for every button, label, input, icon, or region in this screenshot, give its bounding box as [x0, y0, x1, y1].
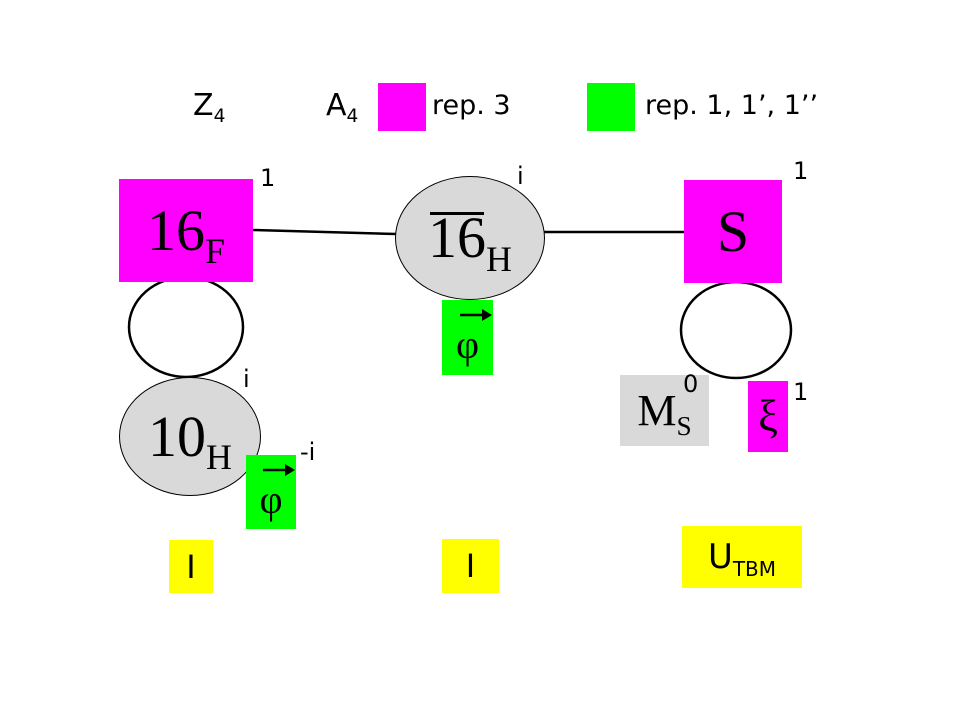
node-16F-sub: F [205, 231, 225, 272]
z-subscript: 4 [213, 106, 226, 128]
node-MS-sub: S [676, 411, 692, 442]
legend-z4: Z4 [193, 88, 225, 127]
charge-phi-left: -i [300, 438, 316, 466]
node-16F-main: 16 [147, 197, 205, 263]
node-phi-left: φ [246, 455, 296, 529]
node-MS-main: M [637, 386, 677, 435]
node-10H-sub: H [206, 437, 232, 478]
node-S-main: S [716, 198, 750, 264]
result-center: I [442, 539, 499, 593]
result-left: I [169, 540, 213, 593]
charge-MS: 0 [683, 370, 699, 398]
charge-10H: i [243, 365, 250, 393]
result-center-label: I [465, 547, 476, 585]
vector-arrow-icon [459, 309, 492, 321]
node-xi: ξ [748, 381, 788, 452]
node-phi-center: φ [442, 300, 493, 375]
node-16H-bar: 16 H [395, 176, 545, 300]
overline-bar [430, 212, 485, 215]
vector-arrow-icon [263, 463, 296, 476]
charge-xi: 1 [793, 378, 809, 406]
node-16F: 16F [119, 179, 253, 282]
result-right-sub: TBM [732, 556, 777, 581]
z-label: Z [193, 88, 214, 123]
result-right: UTBM [682, 526, 802, 588]
legend-magenta-swatch [378, 83, 426, 131]
result-left-label: I [186, 547, 196, 586]
a-subscript: 4 [346, 106, 359, 128]
legend-rep1-label: rep. 1, 1’, 1’’ [645, 90, 819, 121]
phi-center-symbol: φ [455, 322, 480, 367]
node-10H: 10H [119, 377, 261, 496]
legend-rep3-label: rep. 3 [432, 90, 511, 121]
charge-16H: i [517, 162, 524, 190]
xi-symbol: ξ [758, 392, 778, 441]
charge-16F: 1 [260, 164, 276, 192]
legend-green-swatch [587, 83, 635, 131]
loop-left [127, 275, 245, 379]
node-MS: MS [620, 375, 709, 446]
charge-S: 1 [793, 157, 809, 185]
a-label: A [326, 88, 347, 123]
node-16H-sub: H [486, 238, 512, 279]
node-S: S [684, 180, 782, 283]
node-10H-main: 10 [148, 403, 207, 469]
phi-left-symbol: φ [259, 476, 283, 522]
line-16F-16H [251, 228, 397, 236]
loop-right [679, 280, 793, 380]
legend-a4: A4 [326, 88, 358, 127]
result-right-main: U [707, 537, 733, 577]
node-16H-main: 16 [428, 205, 487, 270]
